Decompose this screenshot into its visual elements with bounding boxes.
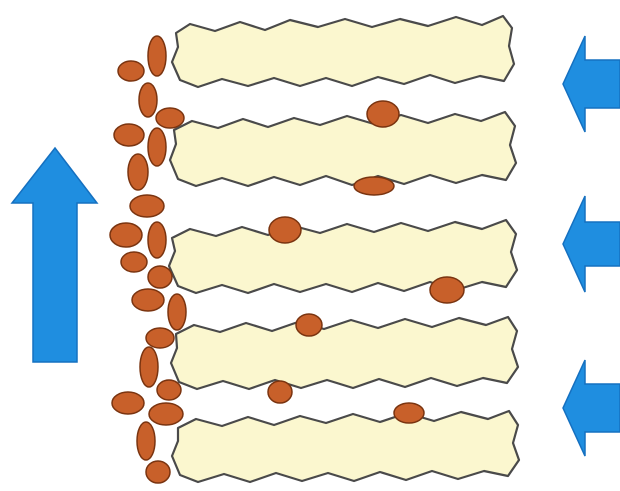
particle — [268, 381, 292, 403]
particle — [296, 314, 322, 336]
particle — [157, 380, 181, 400]
particle — [146, 461, 170, 483]
left-arrow-middle — [563, 196, 620, 292]
layer-3 — [169, 220, 517, 293]
particle — [149, 403, 183, 425]
particle — [148, 222, 166, 258]
particle — [367, 101, 399, 127]
particle — [112, 392, 144, 414]
particle — [156, 108, 184, 128]
particle — [146, 328, 174, 348]
particle — [137, 422, 155, 460]
particle — [148, 36, 166, 76]
particle — [130, 195, 164, 217]
particle — [140, 347, 158, 387]
layer-5 — [172, 411, 519, 482]
particle — [269, 217, 301, 243]
particle — [148, 128, 166, 166]
particle — [132, 289, 164, 311]
left-arrow-top — [563, 36, 620, 132]
particle — [394, 403, 424, 423]
particle — [110, 223, 142, 247]
upward-arrow — [12, 148, 97, 362]
layer-1 — [172, 16, 514, 87]
particle — [148, 266, 172, 288]
particle — [168, 294, 186, 330]
left-arrow-bottom — [563, 360, 620, 456]
layer-4 — [171, 317, 518, 389]
particle — [430, 277, 464, 303]
particle — [354, 177, 394, 195]
layers-group — [169, 16, 519, 482]
particle — [139, 83, 157, 117]
particle — [118, 61, 144, 81]
left-arrows-group — [563, 36, 620, 456]
layer-2 — [170, 112, 516, 186]
particle — [121, 252, 147, 272]
particle — [128, 154, 148, 190]
particle — [114, 124, 144, 146]
